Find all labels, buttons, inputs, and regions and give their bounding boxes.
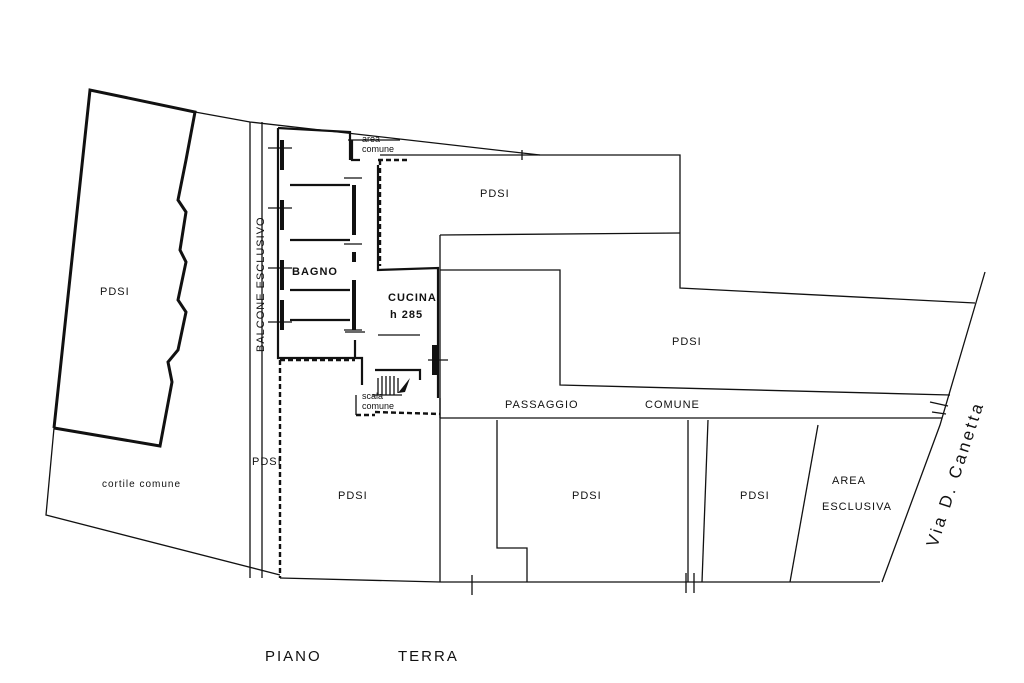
label-bagno: BAGNO	[292, 266, 338, 278]
label-balcone: BALCONE ESCLUSIVO	[255, 216, 267, 352]
stair	[372, 376, 410, 396]
left-building	[45, 88, 281, 576]
label-area-esclusiva-2: ESCLUSIVA	[822, 501, 892, 513]
label-comune: COMUNE	[645, 399, 700, 411]
label-cucina-height: h 285	[390, 309, 423, 321]
label-pdsi-bottom-2: PDSI	[572, 490, 602, 502]
title-terra: TERRA	[398, 648, 459, 665]
title-piano: PIANO	[265, 648, 322, 665]
parcels	[380, 150, 986, 595]
label-area-esclusiva-1: AREA	[832, 475, 866, 487]
label-pdsi-right-mid: PDSI	[672, 336, 702, 348]
label-area-comune-2: comune	[362, 144, 394, 154]
apartment-walls	[268, 126, 448, 578]
label-pdsi-top: PDSI	[480, 188, 510, 200]
site-boundary	[194, 111, 880, 583]
label-cucina: CUCINA	[388, 292, 437, 304]
label-pdsi-bottom-1: PDSI	[338, 490, 368, 502]
label-scala-2: comune	[362, 401, 394, 411]
label-passaggio: PASSAGGIO	[505, 399, 579, 411]
label-area-comune-1: area	[362, 134, 380, 144]
label-pdsi-narrow: PDSI	[252, 456, 282, 468]
label-pdsi-bottom-3: PDSI	[740, 490, 770, 502]
label-scala-1: scala	[362, 391, 383, 401]
label-pdsi-left: PDSI	[100, 286, 130, 298]
label-street: Via D. Canetta	[923, 399, 988, 550]
label-cortile: cortile comune	[102, 479, 181, 490]
